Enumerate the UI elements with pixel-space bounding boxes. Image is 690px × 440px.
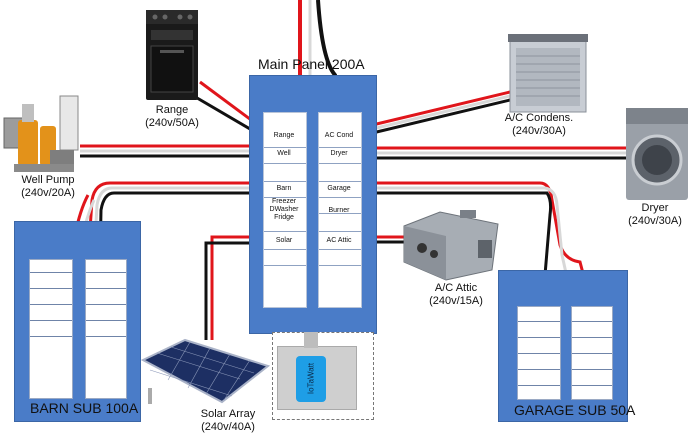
well-pump-icon <box>3 95 79 172</box>
main-panel-right-column <box>318 112 362 308</box>
ac-attic-label: A/C Attic(240v/15A) <box>429 282 483 307</box>
garage-feed-wires <box>360 181 592 301</box>
garage-subpanel-right-column <box>571 306 613 400</box>
solar-array-icon <box>140 338 271 404</box>
barn-subpanel-left-column <box>29 259 73 399</box>
breaker-barn: Barn <box>276 185 292 192</box>
breaker-dryer: Dryer <box>330 150 348 157</box>
range-label: Range(240v/50A) <box>145 104 199 129</box>
breaker-ac-cond: AC Cond <box>324 132 354 139</box>
monitor-label: IoTaWatt <box>306 362 316 395</box>
well-wires <box>80 144 262 158</box>
dryer-label: Dryer(240v/30A) <box>628 202 682 227</box>
breaker-dwasher: DWasher <box>269 206 299 213</box>
breaker-burner: Burner <box>328 207 350 214</box>
solar-array-label: Solar Array(240v/40A) <box>200 408 256 433</box>
breaker-solar: Solar <box>275 237 293 244</box>
ac-cond-wires <box>359 90 511 138</box>
breaker-range: Range <box>273 132 295 139</box>
well-pump-label: Well Pump(240v/20A) <box>21 174 75 199</box>
breaker-freezer: Freezer <box>271 198 297 205</box>
monitor-conduit <box>304 332 318 348</box>
garage-subpanel-left-column <box>517 306 561 400</box>
main-panel-left-column <box>263 112 307 308</box>
barn-subpanel-label: BARN SUB 100A <box>30 400 139 416</box>
breaker-fridge: Fridge <box>274 214 294 221</box>
garage-subpanel-label: GARAGE SUB 50A <box>514 402 636 418</box>
dryer-icon <box>626 108 688 200</box>
dryer-wires <box>360 146 628 160</box>
breaker-garage: Garage <box>327 185 351 192</box>
ac-condenser-icon <box>508 34 588 113</box>
ac-condenser-label: A/C Condens.(240v/30A) <box>504 112 574 137</box>
barn-feed-wires <box>72 181 262 263</box>
breaker-well: Well <box>277 150 291 157</box>
solar-wires <box>204 235 262 340</box>
barn-subpanel-right-column <box>85 259 127 399</box>
range-icon <box>146 10 198 100</box>
monitor-device: IoTaWatt <box>296 356 326 402</box>
ac-attic-icon <box>403 210 499 281</box>
breaker-ac-attic: AC Attic <box>326 237 352 244</box>
main-panel-title: Main Panel 200A <box>258 56 365 72</box>
